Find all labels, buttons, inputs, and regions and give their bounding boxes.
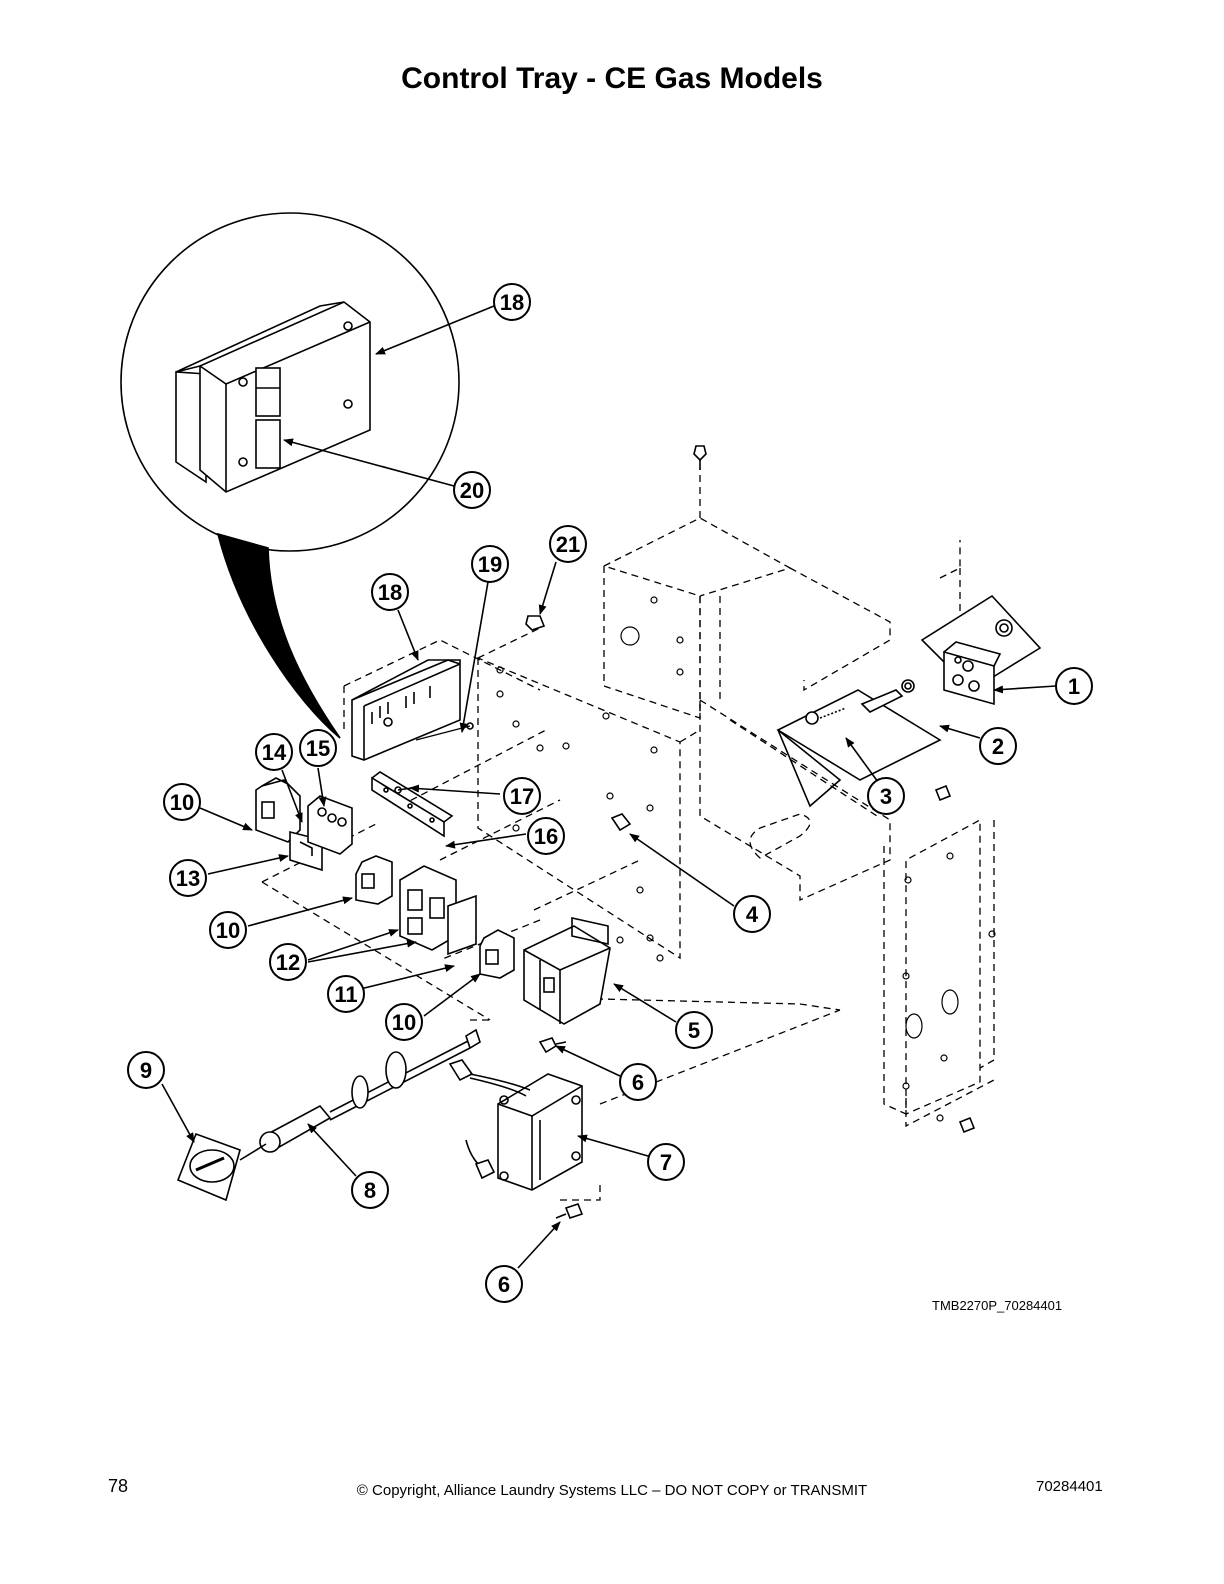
svg-text:19: 19	[478, 552, 502, 577]
callout-19: 19	[471, 545, 509, 583]
callout-3: 3	[867, 777, 905, 815]
svg-text:4: 4	[746, 902, 759, 927]
svg-text:10: 10	[392, 1010, 416, 1035]
svg-text:21: 21	[556, 532, 580, 557]
callout-6-lower: 6	[485, 1265, 523, 1303]
callout-20: 20	[453, 471, 491, 509]
document-number: 70284401	[1036, 1478, 1103, 1495]
callout-1: 1	[1055, 667, 1093, 705]
transformer	[448, 1059, 583, 1191]
clip-4	[610, 813, 632, 832]
leader-lines	[161, 305, 1057, 1269]
page-number: 78	[108, 1476, 129, 1496]
copyright-notice: © Copyright, Alliance Laundry Systems LL…	[356, 1482, 868, 1499]
callout-10-mid: 10	[209, 911, 247, 949]
selector-knob	[176, 1132, 241, 1202]
panel-holes	[496, 596, 996, 1122]
svg-text:14: 14	[262, 740, 287, 765]
screw-6-upper	[538, 1037, 567, 1054]
svg-text:10: 10	[170, 790, 194, 815]
callout-5: 5	[675, 1011, 713, 1049]
svg-text:20: 20	[460, 478, 484, 503]
callout-9: 9	[127, 1051, 165, 1089]
bracket-assembly	[776, 594, 1042, 808]
ignition-module-detail	[175, 301, 371, 493]
shaft-assembly	[239, 1028, 481, 1161]
cover-11	[447, 894, 477, 956]
callout-16: 16	[527, 817, 565, 855]
callout-17: 17	[503, 777, 541, 815]
svg-text:15: 15	[306, 736, 330, 761]
svg-text:2: 2	[992, 734, 1004, 759]
callout-15: 15	[299, 729, 337, 767]
svg-text:7: 7	[660, 1150, 672, 1175]
svg-text:1: 1	[1068, 674, 1080, 699]
callout-18-detail: 18	[493, 283, 531, 321]
screw-21	[525, 615, 546, 631]
svg-text:17: 17	[510, 784, 534, 809]
callout-4: 4	[733, 895, 771, 933]
callout-18: 18	[371, 573, 409, 611]
detail-view	[120, 212, 460, 739]
svg-text:10: 10	[216, 918, 240, 943]
callout-6-upper: 6	[619, 1063, 657, 1101]
screw-6-lower	[555, 1203, 584, 1219]
contactor	[523, 917, 611, 1025]
callout-13: 13	[169, 859, 207, 897]
callout-10-low: 10	[385, 1003, 423, 1041]
svg-text:16: 16	[534, 824, 558, 849]
drawing-id: TMB2270P_70284401	[932, 1298, 1063, 1313]
page-title: Control Tray - CE Gas Models	[401, 62, 823, 95]
svg-text:6: 6	[498, 1272, 510, 1297]
callout-11: 11	[327, 975, 365, 1013]
svg-text:11: 11	[334, 982, 357, 1007]
screws-right	[934, 784, 976, 1134]
callout-8: 8	[351, 1171, 389, 1209]
callouts: 18 20 21 19 18 1	[127, 283, 1093, 1303]
relay-10-low	[479, 929, 515, 979]
svg-text:18: 18	[500, 290, 524, 315]
callout-2: 2	[979, 727, 1017, 765]
svg-text:9: 9	[140, 1058, 152, 1083]
screw-top	[693, 445, 707, 470]
callout-7: 7	[647, 1143, 685, 1181]
terminal-strip	[371, 771, 454, 838]
svg-text:5: 5	[688, 1018, 700, 1043]
svg-text:6: 6	[632, 1070, 644, 1095]
callout-10-top: 10	[163, 783, 201, 821]
svg-text:8: 8	[364, 1178, 376, 1203]
ignition-module	[351, 659, 474, 761]
svg-text:3: 3	[880, 784, 892, 809]
svg-text:13: 13	[176, 866, 200, 891]
svg-text:12: 12	[276, 950, 300, 975]
relay-10-mid	[355, 855, 393, 905]
callout-21: 21	[549, 525, 587, 563]
callout-12: 12	[269, 943, 307, 981]
callout-14: 14	[255, 733, 293, 771]
svg-text:18: 18	[378, 580, 402, 605]
switch-block	[289, 795, 353, 872]
